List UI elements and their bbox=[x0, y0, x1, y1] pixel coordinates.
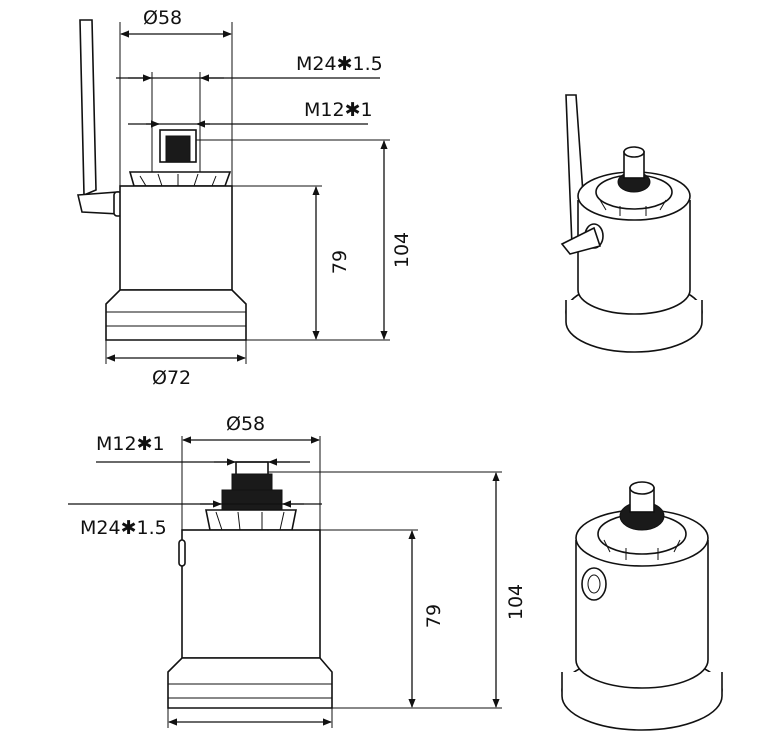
connector-port-icon bbox=[581, 567, 607, 601]
dim-dia72: Ø72 bbox=[152, 367, 191, 389]
dim-104-bottom: 104 bbox=[505, 584, 527, 620]
dim-dia58-top: Ø58 bbox=[143, 7, 182, 29]
dim-m24-bottom: M24✱1.5 bbox=[80, 517, 167, 539]
sensor-isometric-icon bbox=[560, 94, 703, 353]
sensor-isometric-icon bbox=[561, 481, 723, 731]
top-front-view: Ø58 M24✱1.5 M12✱1 79 104 Ø72 bbox=[77, 7, 413, 389]
dim-79-bottom: 79 bbox=[423, 604, 445, 628]
dim-104-top: 104 bbox=[391, 232, 413, 268]
dim-79-top: 79 bbox=[329, 250, 351, 274]
dim-m24-top: M24✱1.5 bbox=[296, 53, 383, 75]
bottom-front-view: Ø58 M12✱1 M24✱1.5 79 104 bbox=[68, 413, 527, 728]
dim-m12-bottom: M12✱1 bbox=[96, 433, 165, 455]
antenna-icon bbox=[77, 19, 123, 217]
dim-dia58-bottom: Ø58 bbox=[226, 413, 265, 435]
dim-m12-top: M12✱1 bbox=[304, 99, 373, 121]
